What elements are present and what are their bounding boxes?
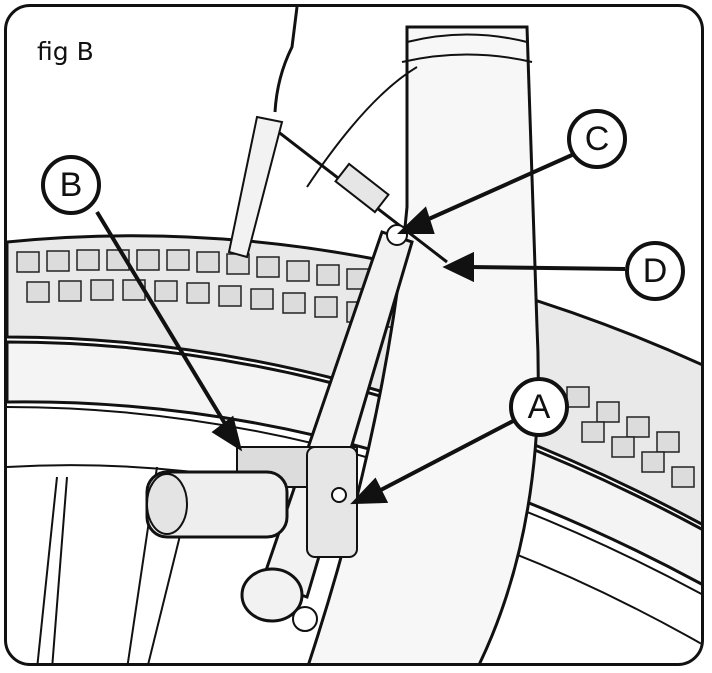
callout-c-arrow — [421, 153, 573, 224]
callout-b-label: B — [60, 166, 83, 204]
brake-pad — [145, 446, 358, 558]
callout-a-arrowhead — [350, 477, 389, 505]
callout-b: B — [41, 155, 101, 215]
callout-d: D — [625, 241, 685, 301]
diagram-frame: B C D A fig B — [4, 4, 704, 666]
callout-b-arrow — [95, 210, 229, 429]
brake-cable — [271, 7, 448, 264]
callout-d-label: D — [643, 252, 668, 290]
callout-d-arrowhead — [442, 251, 474, 283]
callout-a-arrow — [374, 417, 518, 495]
callout-a: A — [509, 377, 569, 437]
callout-d-arrow — [468, 265, 626, 271]
callout-c: C — [567, 109, 627, 169]
brake-illustration: B C D A — [7, 7, 701, 663]
figure-label: fig B — [37, 37, 94, 66]
callout-c-arrowhead — [397, 206, 435, 234]
callout-c-label: C — [585, 120, 610, 158]
callout-b-arrowhead — [211, 415, 243, 452]
callout-a-label: A — [528, 388, 551, 426]
